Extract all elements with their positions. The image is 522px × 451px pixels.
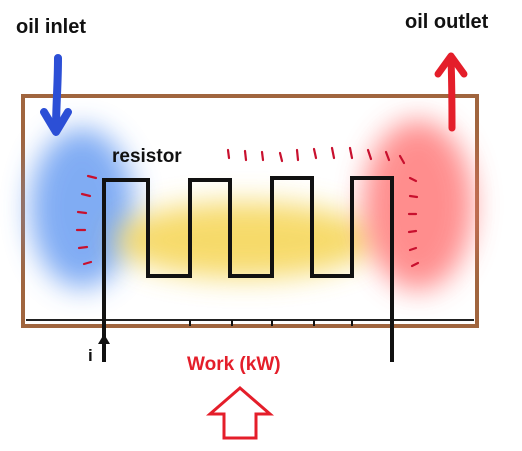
warm-oil-zone (115, 202, 375, 278)
heat-mark (348, 146, 354, 160)
cold-oil-zone (30, 128, 134, 288)
heat-mark (243, 149, 248, 162)
oil-inlet-label: oil inlet (16, 16, 86, 38)
floor-ticks (189, 320, 353, 326)
oil-outlet-label: oil outlet (405, 11, 489, 33)
heat-mark (295, 148, 300, 162)
heat-mark (366, 148, 373, 161)
heat-mark (408, 194, 419, 199)
heat-mark (330, 146, 336, 160)
heat-mark (407, 229, 418, 234)
heat-marks (75, 146, 420, 268)
resistor-label: resistor (112, 146, 182, 167)
heat-mark (77, 245, 89, 250)
heat-mark (384, 150, 391, 162)
hot-oil-zone (363, 120, 473, 290)
current-label: i (88, 346, 93, 365)
heat-mark (76, 210, 88, 215)
heat-mark (80, 192, 92, 198)
heat-mark (260, 150, 265, 162)
heat-mark (312, 147, 318, 160)
heat-mark (408, 176, 418, 183)
heat-mark (408, 246, 418, 252)
resistor-wire (102, 176, 394, 362)
heat-mark (410, 261, 420, 268)
heat-mark (278, 151, 284, 163)
inlet-arrow-icon (40, 54, 72, 136)
heat-mark (398, 154, 406, 165)
heat-mark (82, 260, 93, 266)
outlet-arrow-icon (434, 52, 468, 132)
work-label: Work (kW) (187, 354, 281, 375)
heat-mark (86, 174, 98, 180)
current-arrow-icon (98, 334, 110, 344)
work-arrow-icon (205, 386, 275, 440)
heat-mark (226, 148, 231, 160)
